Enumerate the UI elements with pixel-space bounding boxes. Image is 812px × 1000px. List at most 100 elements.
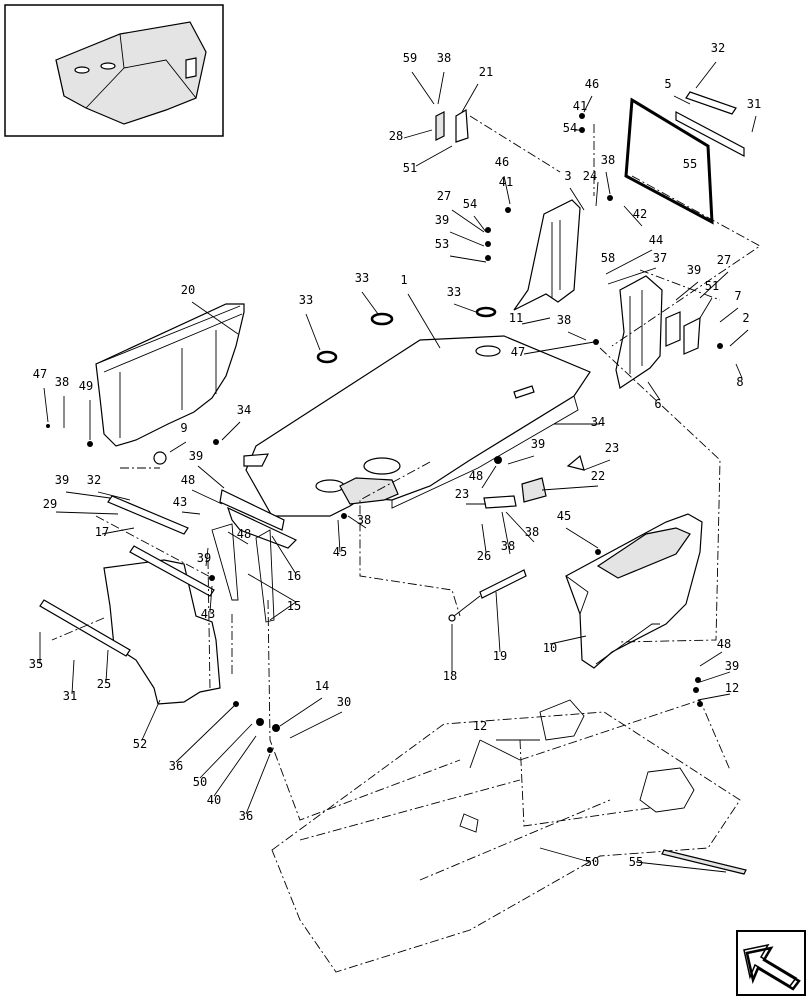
callout-49: 49 (79, 379, 93, 393)
callout-48: 48 (181, 473, 195, 487)
callout-39: 39 (197, 551, 211, 565)
callout-27: 27 (437, 189, 451, 203)
callout-39: 39 (531, 437, 545, 451)
callout-50: 50 (585, 855, 599, 869)
callout-23: 23 (605, 441, 619, 455)
callout-47: 47 (511, 345, 525, 359)
callout-39: 39 (435, 213, 449, 227)
routing-lines (51, 115, 761, 827)
callout-54: 54 (463, 197, 477, 211)
callout-24: 24 (583, 169, 597, 183)
callout-15: 15 (287, 599, 301, 613)
callout-23: 23 (455, 487, 469, 501)
callout-34: 34 (237, 403, 251, 417)
callout-5: 5 (664, 77, 671, 91)
callout-12: 12 (473, 719, 487, 733)
callout-43: 43 (173, 495, 187, 509)
callout-38: 38 (437, 51, 451, 65)
callout-19: 19 (493, 649, 507, 663)
callout-8: 8 (736, 375, 743, 389)
supports-15 (211, 523, 275, 623)
callout-41: 41 (573, 99, 587, 113)
callout-22: 22 (591, 469, 605, 483)
callout-48: 48 (469, 469, 483, 483)
callout-leaders (39, 61, 757, 873)
callout-59: 59 (403, 51, 417, 65)
callout-38: 38 (557, 313, 571, 327)
callout-9: 9 (180, 421, 187, 435)
callout-39: 39 (55, 473, 69, 487)
callout-33: 33 (447, 285, 461, 299)
callout-43: 43 (201, 607, 215, 621)
callout-2: 2 (742, 311, 749, 325)
callout-29: 29 (43, 497, 57, 511)
arrow-down-left-icon[interactable] (736, 930, 806, 996)
callout-51: 51 (403, 161, 417, 175)
callout-46: 46 (495, 155, 509, 169)
callout-38: 38 (501, 539, 515, 553)
callout-12: 12 (725, 681, 739, 695)
callout-10: 10 (543, 641, 557, 655)
callout-33: 33 (299, 293, 313, 307)
location-inset (4, 4, 224, 137)
callout-52: 52 (133, 737, 147, 751)
callout-16: 16 (287, 569, 301, 583)
callout-48: 48 (237, 527, 251, 541)
left-side-panel (95, 303, 245, 465)
callout-55: 55 (683, 157, 697, 171)
callout-35: 35 (29, 657, 43, 671)
callout-11: 11 (509, 311, 523, 325)
callout-28: 28 (389, 129, 403, 143)
callout-50: 50 (193, 775, 207, 789)
upright-brace-3 (513, 199, 581, 311)
upright-brace-6 (615, 275, 663, 389)
callout-32: 32 (87, 473, 101, 487)
gas-strut (448, 569, 527, 622)
callout-38: 38 (55, 375, 69, 389)
small-brackets (107, 108, 701, 597)
grommet-33 (316, 306, 497, 364)
callout-21: 21 (479, 65, 493, 79)
callout-51: 51 (705, 279, 719, 293)
callout-6: 6 (654, 397, 661, 411)
left-lower-shield (39, 559, 221, 705)
callout-42: 42 (633, 207, 647, 221)
callout-39: 39 (725, 659, 739, 673)
callout-40: 40 (207, 793, 221, 807)
callout-32: 32 (711, 41, 725, 55)
callout-39: 39 (687, 263, 701, 277)
window-glass (624, 91, 745, 225)
callout-18: 18 (443, 669, 457, 683)
callout-38: 38 (525, 525, 539, 539)
callout-27: 27 (717, 253, 731, 267)
callout-45: 45 (333, 545, 347, 559)
callout-34: 34 (591, 415, 605, 429)
callout-14: 14 (315, 679, 329, 693)
callout-38: 38 (357, 513, 371, 527)
callout-33: 33 (355, 271, 369, 285)
callout-25: 25 (97, 677, 111, 691)
callout-54: 54 (563, 121, 577, 135)
callout-45: 45 (557, 509, 571, 523)
callout-7: 7 (734, 289, 741, 303)
callout-17: 17 (95, 525, 109, 539)
callout-36: 36 (169, 759, 183, 773)
callout-26: 26 (477, 549, 491, 563)
callout-39: 39 (189, 449, 203, 463)
callout-31: 31 (63, 689, 77, 703)
floor-plate (245, 335, 591, 517)
callout-41: 41 (499, 175, 513, 189)
callout-47: 47 (33, 367, 47, 381)
callout-20: 20 (181, 283, 195, 297)
callout-38: 38 (601, 153, 615, 167)
callout-48: 48 (717, 637, 731, 651)
callout-1: 1 (400, 273, 407, 287)
callout-53: 53 (435, 237, 449, 251)
right-rear-panel (565, 513, 703, 669)
callout-58: 58 (601, 251, 615, 265)
callout-3: 3 (564, 169, 571, 183)
chassis-frame (271, 699, 747, 973)
callout-46: 46 (585, 77, 599, 91)
